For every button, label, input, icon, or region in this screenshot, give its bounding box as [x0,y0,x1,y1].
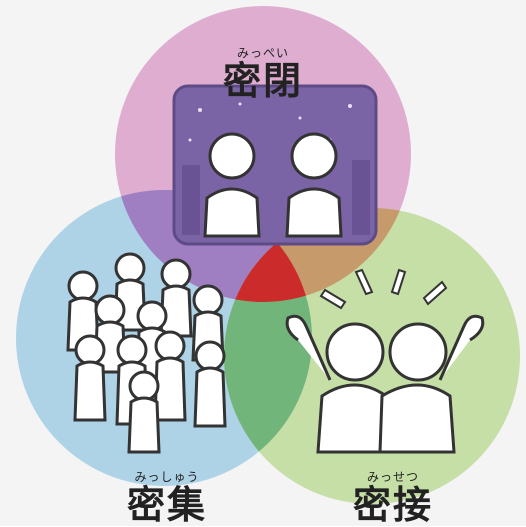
kanji-close-contact: 密接 [352,483,433,527]
crowd-illustration [66,252,227,454]
label-crowded: みっしゅう 密集 [112,468,222,525]
closed-room-illustration [172,84,378,246]
furigana-crowded: みっしゅう [134,470,200,484]
overlap-closed-crowded [115,190,312,302]
kanji-closed: 密閉 [222,59,303,103]
overlap-center [224,208,312,302]
furigana-close-contact: みっせつ [366,470,419,484]
close-contact-illustration [285,268,485,454]
kanji-crowded: 密集 [126,483,207,527]
label-closed: みっぺい 密閉 [213,44,313,101]
furigana-closed: みっぺい [236,46,289,60]
label-close-contact: みっせつ 密接 [338,468,448,525]
